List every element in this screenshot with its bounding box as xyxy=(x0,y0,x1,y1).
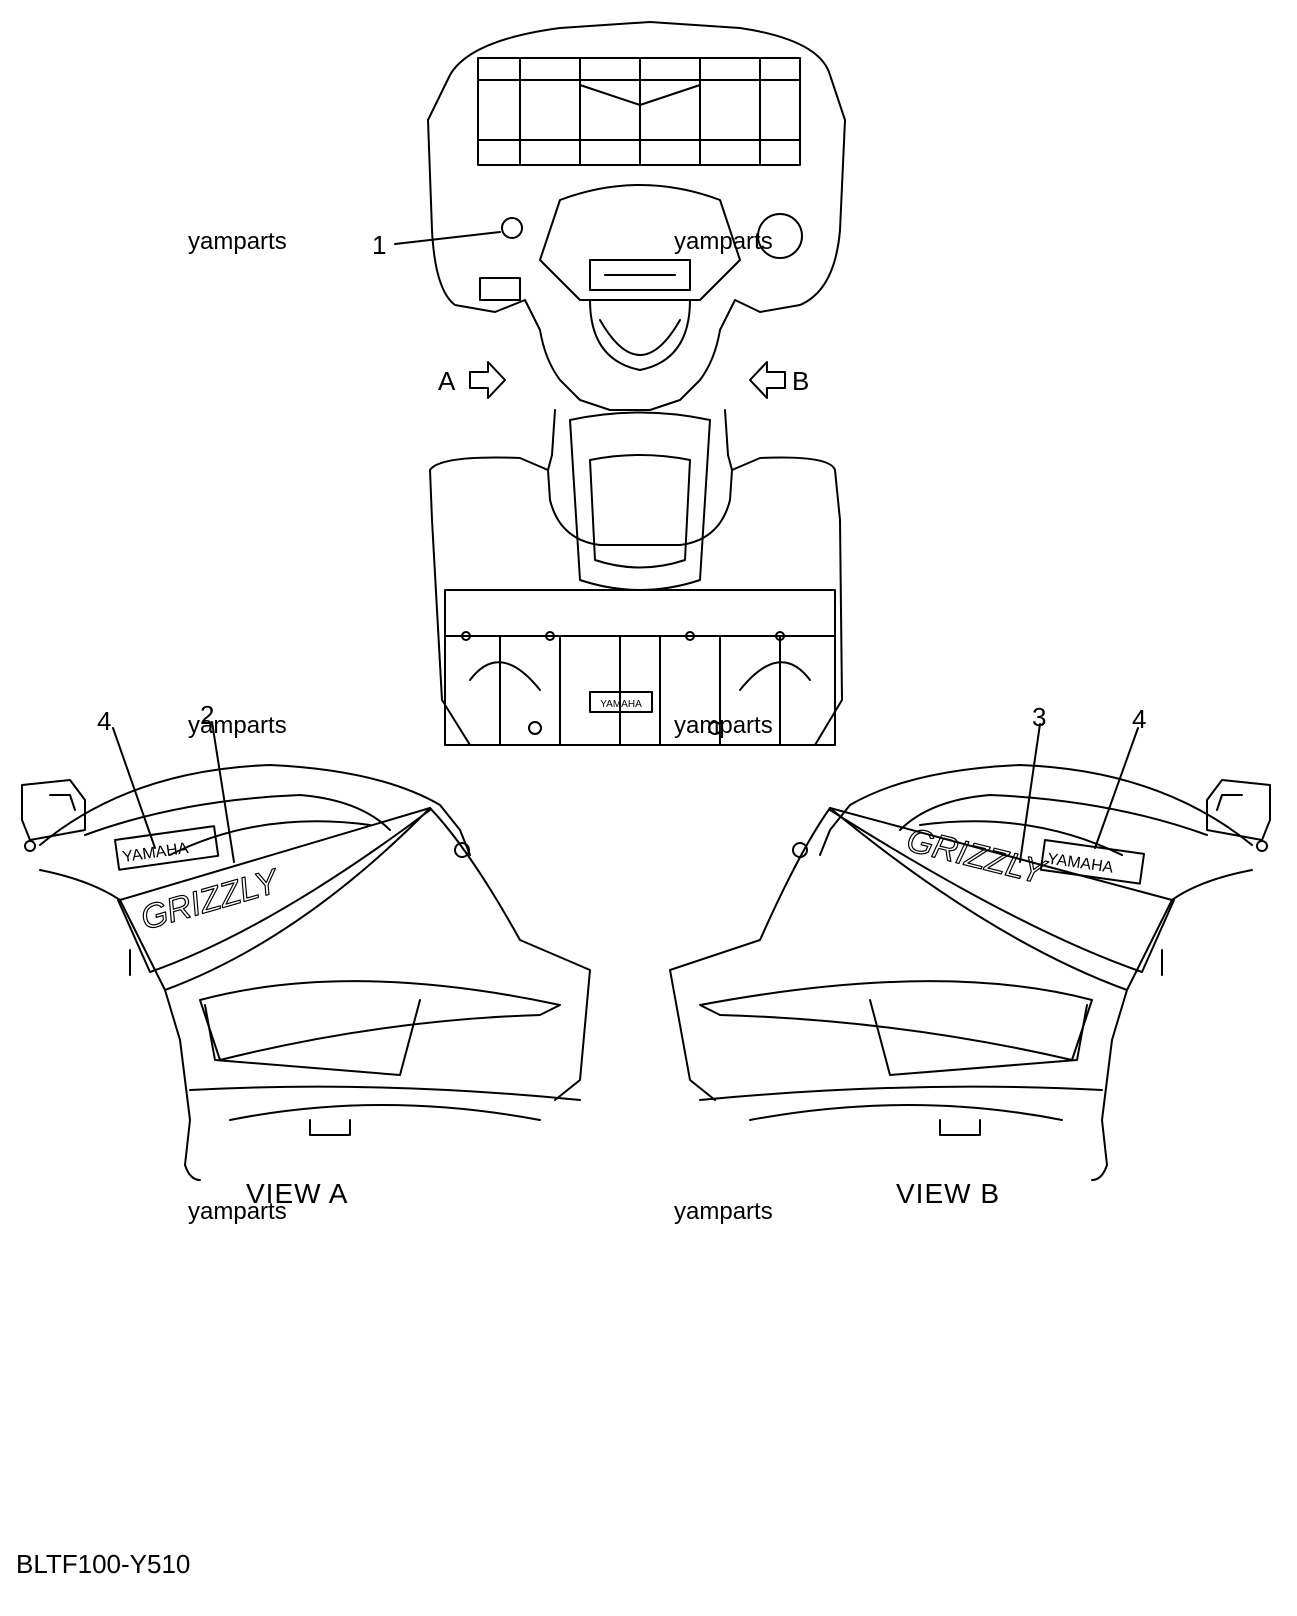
arrow-a-icon xyxy=(469,361,506,399)
leader-line-1 xyxy=(394,231,501,245)
watermark: yamparts xyxy=(674,228,773,255)
leader-line-2 xyxy=(211,721,235,863)
watermark: yamparts xyxy=(188,1198,287,1225)
atv-top-view: YAMAHA xyxy=(427,21,846,746)
diagram-code: BLTF100-Y510 xyxy=(16,1549,191,1579)
leader-line-4-left xyxy=(112,727,156,849)
arrow-b-label: B xyxy=(792,366,810,396)
view-a-drawing: GRIZZLY YAMAHA xyxy=(21,764,591,1181)
watermark: yamparts xyxy=(674,1198,773,1225)
rear-emblem-text: YAMAHA xyxy=(600,699,642,710)
callout-2: 2 xyxy=(200,700,215,730)
callout-1: 1 xyxy=(372,230,387,260)
leader-line-4-right xyxy=(1094,727,1139,849)
leader-line-3 xyxy=(1019,723,1041,863)
view-a-label: VIEW A xyxy=(246,1178,349,1209)
callout-4-left: 4 xyxy=(97,706,112,736)
view-b-label: VIEW B xyxy=(896,1178,1001,1209)
watermark: yamparts xyxy=(188,712,287,739)
watermark: yamparts xyxy=(188,228,287,255)
callout-4-right: 4 xyxy=(1132,704,1147,734)
watermark: yamparts xyxy=(674,712,773,739)
view-b-drawing: GRIZZLY YAMAHA xyxy=(669,764,1271,1181)
arrow-a-label: A xyxy=(438,366,456,396)
callout-3: 3 xyxy=(1032,702,1047,732)
arrow-b-icon xyxy=(749,361,786,399)
